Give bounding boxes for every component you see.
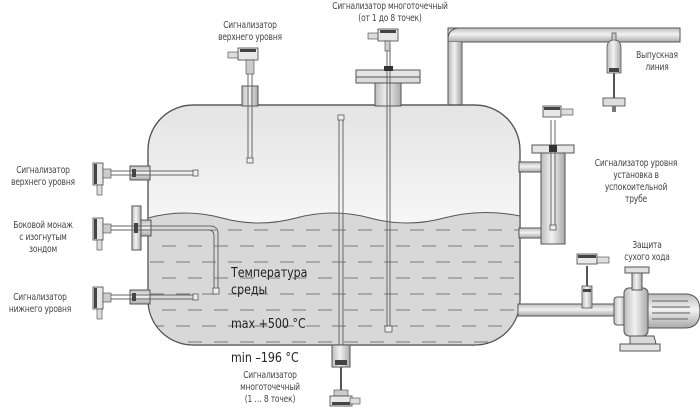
- label-side-mount-bent: Боковой монаж с изогнутым зондом: [13, 220, 73, 255]
- upper-level-sensor-top: [227, 47, 259, 75]
- liquid-surface: [148, 211, 520, 345]
- bottom-nozzle: [331, 344, 351, 390]
- medium-temperature-max: max +500 °C: [231, 317, 306, 332]
- stilling-tube: [518, 120, 575, 245]
- dry-run-sensor: [576, 253, 610, 309]
- label-multipoint-bottom: Сигнализатор многоточечный (1 … 8 точек): [240, 370, 300, 405]
- left-lower-nozzle: [110, 289, 199, 305]
- left-upper-nozzle: [110, 165, 199, 181]
- vessel: [147, 104, 521, 346]
- label-upper-level-top: Сигнализатор верхнего уровня: [218, 20, 282, 43]
- label-dry-run-protection: Защита сухого хода: [624, 240, 670, 263]
- label-level-stilling-tube: Сигнализатор уровня установка в успокоит…: [594, 158, 678, 205]
- outlet-line-sensor: [602, 32, 626, 112]
- top-flange: [355, 44, 421, 333]
- left-side-bent-nozzle: [110, 205, 220, 295]
- outlet-pipe: [447, 27, 681, 109]
- medium-temperature-title: Температура среды: [231, 266, 308, 298]
- label-lower-level-side: Сигнализатор нижнего уровня: [8, 292, 72, 315]
- label-upper-level-side: Сигнализатор верхнего уровня: [11, 165, 75, 188]
- upper-level-sensor-side: [92, 162, 112, 196]
- upper-level-top-nozzle: [241, 72, 259, 164]
- center-probe: [337, 114, 345, 360]
- medium-temperature-min: min –196 °C: [231, 351, 299, 366]
- outlet-pipe-to-pump: [517, 303, 617, 317]
- label-outlet-line: Выпускная линия: [636, 50, 678, 73]
- label-multipoint-top: Сигнализатор многоточечный (от 1 до 8 то…: [332, 1, 448, 24]
- multipoint-sensor-top: [367, 28, 399, 52]
- bent-probe-sensor-side: [92, 217, 112, 251]
- pump: [613, 266, 700, 352]
- multipoint-sensor-bottom: [329, 389, 361, 407]
- lower-level-sensor-side: [92, 286, 112, 320]
- medium-temperature: Температура среды max +500 °C min –196 °…: [231, 248, 307, 384]
- stilling-tube-sensor: [542, 105, 574, 118]
